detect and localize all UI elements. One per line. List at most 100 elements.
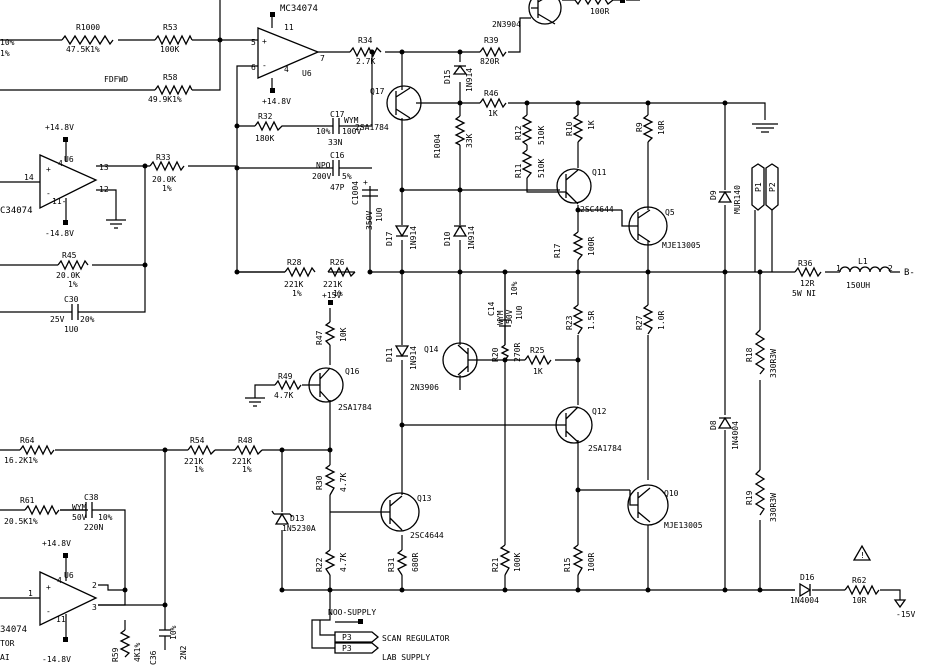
r61-val: 20.5K1% bbox=[4, 517, 38, 526]
r45-tol: 1% bbox=[68, 280, 78, 289]
misc-labels: FDFWD 10% 1% TOR AI bbox=[0, 38, 128, 662]
opamp1-plus-sign: + bbox=[262, 37, 267, 46]
opamp2-pin13: 13 bbox=[99, 163, 109, 172]
q-top: 2N3904 bbox=[492, 0, 562, 29]
q13-val: 2SC4644 bbox=[410, 531, 444, 540]
plus15-label: +15V bbox=[322, 291, 341, 300]
opamp-u6-b: 4 + - 14 13 12 11- +14.8V -14.8V U6 C340… bbox=[0, 123, 109, 238]
r27-val: 1.0R bbox=[657, 311, 666, 330]
c17-volt: 100V bbox=[342, 127, 361, 136]
q12-val: 2SA1784 bbox=[588, 444, 622, 453]
r33-val: 20.0K bbox=[152, 175, 176, 184]
opamp2-pin14: 14 bbox=[24, 173, 34, 182]
pct-left-1: 10% bbox=[0, 38, 15, 47]
c38-val: 220N bbox=[84, 523, 103, 532]
opamp2-rail-top: +14.8V bbox=[45, 123, 74, 132]
r54-ref: R54 bbox=[190, 436, 205, 445]
r15-ref: R15 bbox=[563, 557, 572, 572]
l1-pin1: 1 bbox=[836, 264, 841, 273]
minus15-label: -15V bbox=[896, 610, 915, 619]
r30-val: 4.7K bbox=[339, 473, 348, 492]
c38-tol: 10% bbox=[98, 513, 113, 522]
opamp2-ref: U6 bbox=[64, 155, 74, 164]
opamp-u6-c: + - 4 1 2 3 11 +14.8V -14.8V U6 34074 bbox=[0, 539, 98, 664]
d11-val: 1N914 bbox=[409, 346, 418, 370]
p1-label: P1 bbox=[754, 182, 763, 192]
opamp1-ref: U6 bbox=[302, 69, 312, 78]
opamp3-rail-top: +14.8V bbox=[42, 539, 71, 548]
r47-val: 10K bbox=[339, 327, 348, 342]
r12-val: 510K bbox=[537, 126, 546, 145]
q10-val: MJE13005 bbox=[664, 521, 703, 530]
r9-ref: R9 bbox=[635, 122, 644, 132]
r45-val: 20.0K bbox=[56, 271, 80, 280]
d11-ref: D11 bbox=[385, 347, 394, 362]
opamp1-part: MC34074 bbox=[280, 4, 318, 14]
d13-ref: D13 bbox=[290, 514, 305, 523]
ai-label: AI bbox=[0, 653, 10, 662]
q16-val: 2SA1784 bbox=[338, 403, 372, 412]
c14-tol: 10% bbox=[510, 281, 519, 296]
r23-val: 1.5R bbox=[587, 311, 596, 330]
c16-volt: 200V bbox=[312, 172, 331, 181]
pct-left-2: 1% bbox=[0, 49, 10, 58]
r39-val: 820R bbox=[480, 57, 499, 66]
p3-b-label: P3 bbox=[342, 644, 352, 653]
q12-ref: Q12 bbox=[592, 407, 607, 416]
q17-val: 2SA1784 bbox=[355, 123, 389, 132]
r46-val: 1K bbox=[488, 109, 498, 118]
c17-val: 33N bbox=[328, 138, 343, 147]
c36-tol: 10% bbox=[169, 625, 178, 640]
r36-val: 12R bbox=[800, 279, 815, 288]
r31-ref: R31 bbox=[387, 557, 396, 572]
r19-val: 330R3W bbox=[769, 493, 778, 522]
r25-ref: R25 bbox=[530, 346, 545, 355]
d15-val: 1N914 bbox=[465, 68, 474, 92]
l1-val: 150UH bbox=[846, 281, 870, 290]
c36-ref: C36 bbox=[149, 650, 158, 665]
c16-val: 47P bbox=[330, 183, 345, 192]
opamp2-part: C34074 bbox=[0, 206, 33, 216]
q16-ref: Q16 bbox=[345, 367, 360, 376]
r39-ref: R39 bbox=[484, 36, 499, 45]
q11-val: 2SC4644 bbox=[580, 205, 614, 214]
r30-ref: R30 bbox=[315, 475, 324, 490]
wires bbox=[0, 0, 901, 649]
r64-val: 16.2K1% bbox=[4, 456, 38, 465]
q17: Q17 2SA1784 bbox=[355, 85, 422, 132]
c17-die: WYM bbox=[344, 116, 359, 125]
q12: Q12 2SA1784 bbox=[555, 406, 622, 453]
r22-val: 4.7K bbox=[339, 553, 348, 572]
c16-tol: 5% bbox=[342, 172, 352, 181]
d9-val: MUR140 bbox=[733, 185, 742, 214]
c38-volt: 50V bbox=[72, 513, 87, 522]
c14-ref: C14 bbox=[487, 301, 496, 316]
d10-ref: D10 bbox=[443, 231, 452, 246]
opamp3-rail-bot: -14.8V bbox=[42, 655, 71, 664]
r54-tol: 1% bbox=[194, 465, 204, 474]
r59-ref: R59 bbox=[111, 647, 120, 662]
r19-ref: R19 bbox=[745, 490, 754, 505]
r12-ref: R12 bbox=[514, 125, 523, 140]
r22-ref: R22 bbox=[315, 557, 324, 572]
q11-ref: Q11 bbox=[592, 168, 607, 177]
scan-regulator-label: SCAN REGULATOR bbox=[382, 634, 450, 643]
q14-ref: Q14 bbox=[424, 345, 439, 354]
d13-val: 1N5230A bbox=[282, 524, 316, 533]
r15-val: 100R bbox=[587, 553, 596, 572]
r23-ref: R23 bbox=[565, 315, 574, 330]
opamp3-pin3: 3 bbox=[92, 603, 97, 612]
r53-val: 100K bbox=[160, 45, 179, 54]
r62-ref: R62 bbox=[852, 576, 867, 585]
power-rails: +15V -15V ! bbox=[322, 0, 915, 619]
c1004-volt: 350V bbox=[365, 211, 374, 230]
r1004-val: 33K bbox=[465, 133, 474, 148]
r20-val: 270R bbox=[513, 343, 522, 362]
resistors: R1000 47.5K1% R53 100K R58 49.9K1% R34 2… bbox=[4, 0, 880, 605]
c1004-val: 1U0 bbox=[375, 207, 384, 222]
c30-tol: 20% bbox=[80, 315, 95, 324]
opamp2-pin11: 11- bbox=[52, 197, 66, 206]
opamp3-minus-sign: - bbox=[46, 607, 51, 616]
r1004-ref: R1004 bbox=[433, 134, 442, 158]
